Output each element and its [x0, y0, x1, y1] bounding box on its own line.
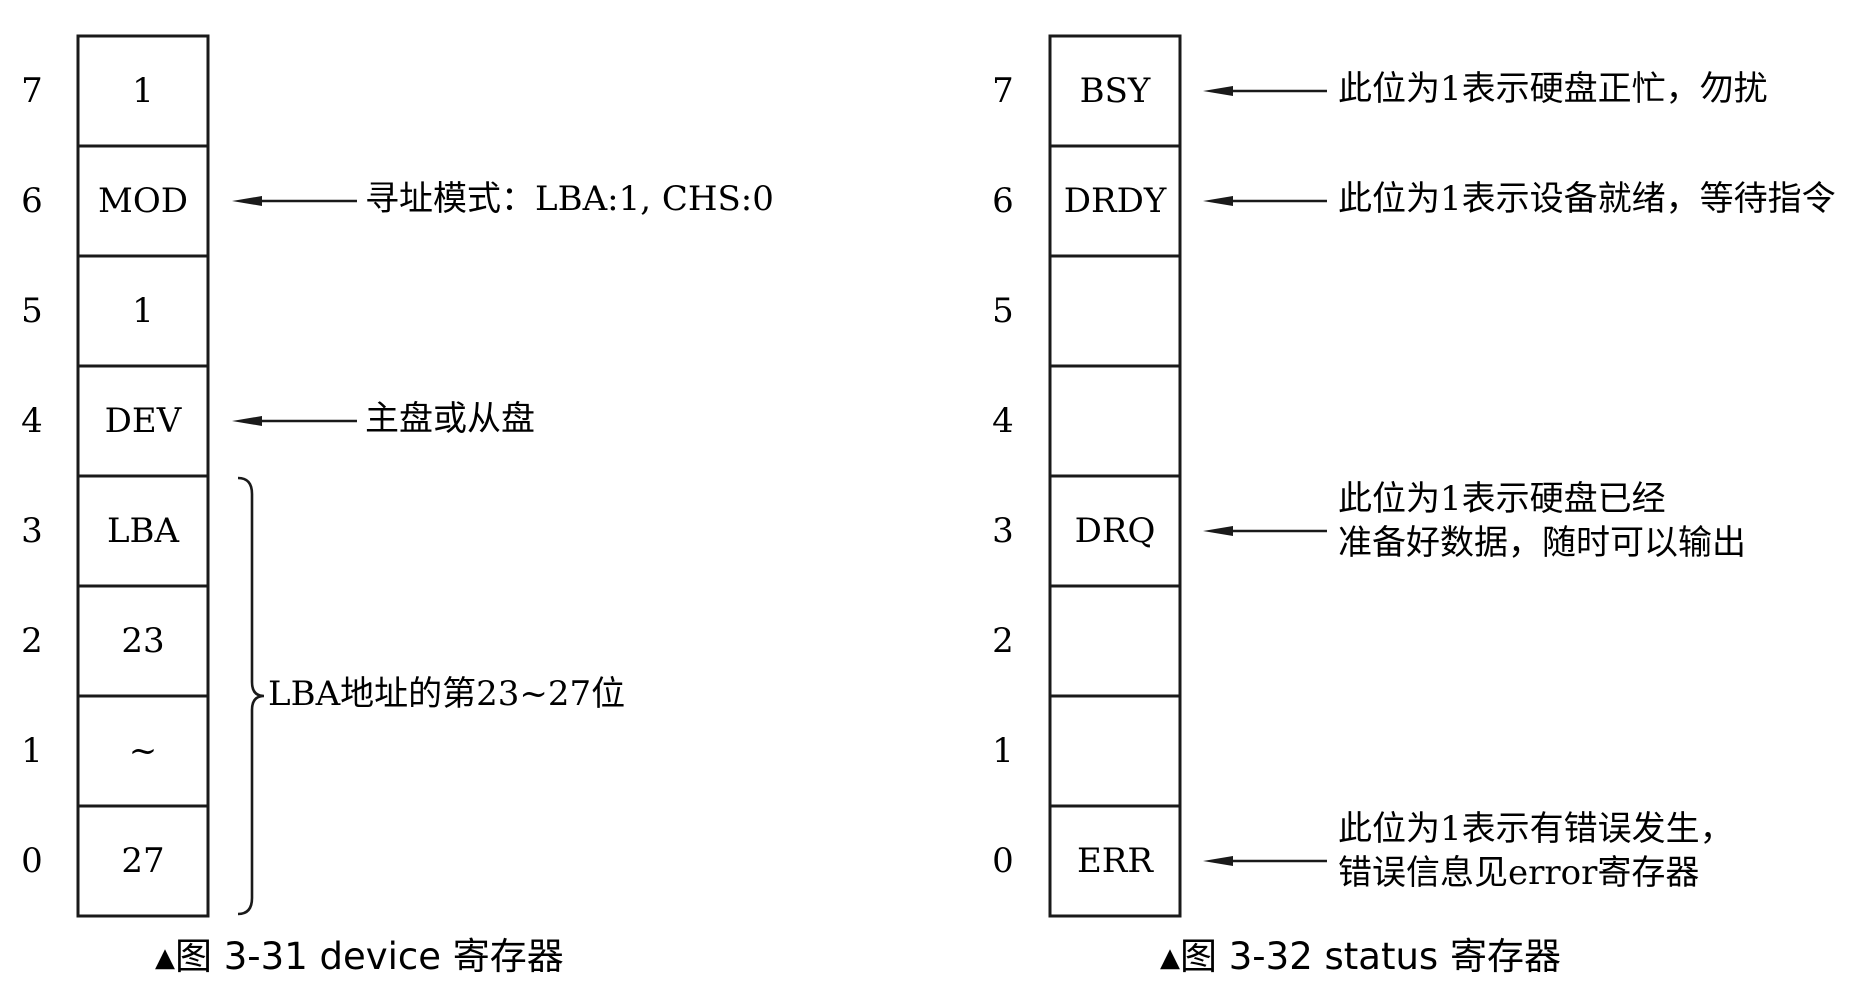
- annotation-arrow: [1203, 526, 1327, 536]
- figure-caption: ▲图 3-31 device 寄存器: [155, 935, 564, 978]
- bit-number: 2: [21, 621, 43, 661]
- annotation-text: 此位为1表示硬盘正忙，勿扰: [1338, 69, 1768, 109]
- annotation-arrow: [1203, 856, 1327, 866]
- bit-field-label: 23: [121, 621, 164, 661]
- bit-field-label: ERR: [1077, 841, 1154, 881]
- annotation-arrow: [232, 416, 357, 426]
- bit-field-label: 27: [121, 841, 164, 881]
- caption-marker: ▲: [1160, 943, 1180, 973]
- bit-cell: [1048, 364, 1182, 478]
- bit-field-label: DRDY: [1064, 181, 1167, 221]
- bit-field-label: DRQ: [1075, 511, 1156, 551]
- bit-number: 6: [21, 181, 43, 221]
- bit-cell: [76, 584, 210, 698]
- annotation-text: 主盘或从盘: [365, 399, 535, 439]
- bit-number: 5: [21, 291, 43, 331]
- caption-marker: ▲: [155, 943, 175, 973]
- bit-cell: [1048, 474, 1182, 588]
- bit-cell: [1048, 584, 1182, 698]
- bit-number: 3: [21, 511, 43, 551]
- annotation-arrow: [1203, 86, 1327, 96]
- bit-field-label: LBA: [107, 511, 180, 551]
- register-figure: ▲图 3-31 device 寄存器: [76, 34, 564, 978]
- caption-text: 图 3-32 status 寄存器: [1180, 935, 1561, 978]
- annotation-text: 此位为1表示设备就绪，等待指令: [1338, 179, 1836, 219]
- bit-field-label: 1: [132, 71, 154, 111]
- bit-field-label: 1: [132, 291, 154, 331]
- bit-cell: [76, 364, 210, 478]
- bit-number: 6: [992, 181, 1014, 221]
- bit-number: 4: [992, 401, 1014, 441]
- bit-cell: [1048, 694, 1182, 808]
- bit-number: 1: [21, 731, 43, 771]
- bit-number: 7: [21, 71, 43, 111]
- bit-number: 0: [992, 841, 1014, 881]
- annotation-text: 此位为1表示有错误发生，: [1338, 809, 1734, 849]
- bit-number: 1: [992, 731, 1014, 771]
- bit-number: 7: [992, 71, 1014, 111]
- caption-text: 图 3-31 device 寄存器: [175, 935, 564, 978]
- bit-number: 5: [992, 291, 1014, 331]
- bit-cell: [76, 34, 210, 148]
- bit-field-label: MOD: [98, 181, 188, 221]
- annotation-arrow: [232, 196, 357, 206]
- annotation-text: 寻址模式：LBA:1, CHS:0: [365, 179, 774, 219]
- annotation-text: 错误信息见error寄存器: [1338, 853, 1699, 893]
- bit-cell: [76, 804, 210, 918]
- bit-number: 2: [992, 621, 1014, 661]
- bit-number: 3: [992, 511, 1014, 551]
- bit-number: 0: [21, 841, 43, 881]
- annotation-arrow: [1203, 196, 1327, 206]
- bit-cell: [1048, 254, 1182, 368]
- bit-cell: [1048, 804, 1182, 918]
- bit-field-label: BSY: [1080, 71, 1151, 111]
- brace-label: LBA地址的第23~27位: [268, 674, 625, 714]
- bit-cell: [76, 144, 210, 258]
- annotation-text: 此位为1表示硬盘已经: [1338, 479, 1666, 519]
- annotation-text: 准备好数据，随时可以输出: [1338, 523, 1746, 563]
- figure-caption: ▲图 3-32 status 寄存器: [1160, 935, 1561, 978]
- bit-field-label: DEV: [105, 401, 183, 441]
- bit-field-label: ~: [129, 731, 158, 771]
- register-figure: ▲图 3-32 status 寄存器: [1048, 34, 1561, 978]
- bit-number: 4: [21, 401, 43, 441]
- brace: [237, 476, 265, 916]
